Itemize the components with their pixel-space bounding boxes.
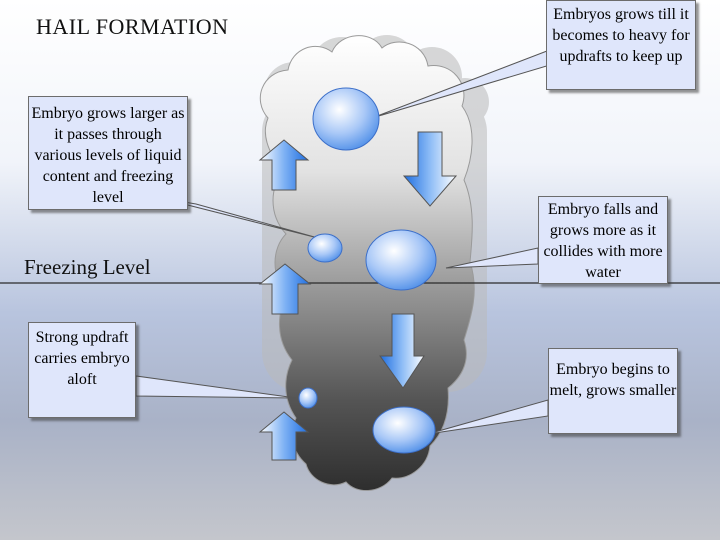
downdraft-arrows (379, 131, 458, 389)
up-arrow-icon (258, 139, 310, 191)
hailstone-tiny (298, 387, 318, 409)
down-arrow-icon (402, 131, 458, 207)
callout-text: Embryos grows till it becomes to heavy f… (552, 6, 690, 65)
callout-melt: Embryo begins to melt, grows smaller (548, 348, 678, 434)
callout-too-heavy: Embryos grows till it becomes to heavy f… (546, 0, 696, 90)
callout-falls-and-grows: Embryo falls and grows more as it collid… (538, 196, 668, 284)
up-arrow-icon (258, 411, 310, 461)
down-arrow-icon (379, 313, 425, 389)
callout-text: Embryo grows larger as it passes through… (31, 105, 185, 206)
up-arrow-icon (258, 263, 312, 315)
callout-text: Strong updraft carries embryo aloft (34, 329, 130, 388)
callout-text: Embryo begins to melt, grows smaller (549, 361, 677, 399)
updraft-arrows (258, 139, 312, 461)
page-title: HAIL FORMATION (36, 14, 229, 39)
hailstones (298, 87, 437, 454)
hailstone-large-top (312, 87, 380, 151)
callout-text: Embryo falls and grows more as it collid… (543, 201, 663, 281)
freezing-level-label: Freezing Level (24, 255, 151, 279)
callout-strong-updraft: Strong updraft carries embryo aloft (28, 322, 136, 418)
hailstone-large-falling (365, 229, 437, 291)
pointer-updraft (135, 375, 297, 399)
hailstone-melting (372, 406, 436, 454)
callout-embryo-grows-larger: Embryo grows larger as it passes through… (28, 96, 188, 210)
hailstone-small (307, 233, 343, 263)
